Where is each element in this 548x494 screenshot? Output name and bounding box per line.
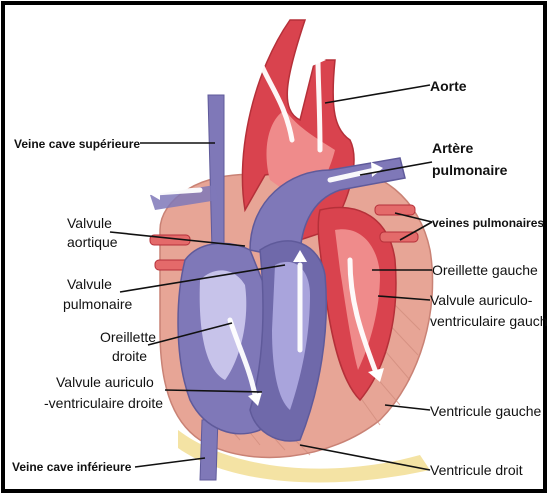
label-valvule-aortique-line1: Valvule — [67, 215, 112, 231]
label-ventricule-gauche: Ventricule gauche — [430, 403, 542, 419]
label-valvule-av-droite-line2: -ventriculaire droite — [44, 395, 163, 411]
label-valvule-pulmonaire-line1: Valvule — [67, 276, 112, 292]
label-ventricule-droit: Ventricule droit — [430, 462, 523, 478]
label-valvule-av-gauche-line1: Valvule auriculo- — [430, 292, 533, 308]
label-valvule-pulmonaire-line2: pulmonaire — [63, 296, 132, 312]
label-oreillette-droite-line2: droite — [112, 348, 147, 364]
label-aorte: Aorte — [430, 78, 467, 94]
label-valvule-aortique-line2: aortique — [67, 234, 118, 250]
label-veines-pulmonaires: veines pulmonaires — [432, 216, 544, 230]
label-oreillette-droite-line1: Oreillette — [100, 329, 156, 345]
label-veine-cave-superieure: Veine cave supérieure — [14, 137, 140, 151]
label-valvule-av-gauche-line2: ventriculaire gauche — [430, 313, 548, 329]
label-oreillette-gauche: Oreillette gauche — [432, 262, 538, 278]
label-artere-pulmonaire-line2: pulmonaire — [432, 162, 508, 178]
label-valvule-av-droite-line1: Valvule auriculo — [56, 374, 154, 390]
label-veine-cave-inferieure: Veine cave inférieure — [12, 460, 132, 474]
label-artere-pulmonaire-line1: Artère — [432, 140, 473, 156]
